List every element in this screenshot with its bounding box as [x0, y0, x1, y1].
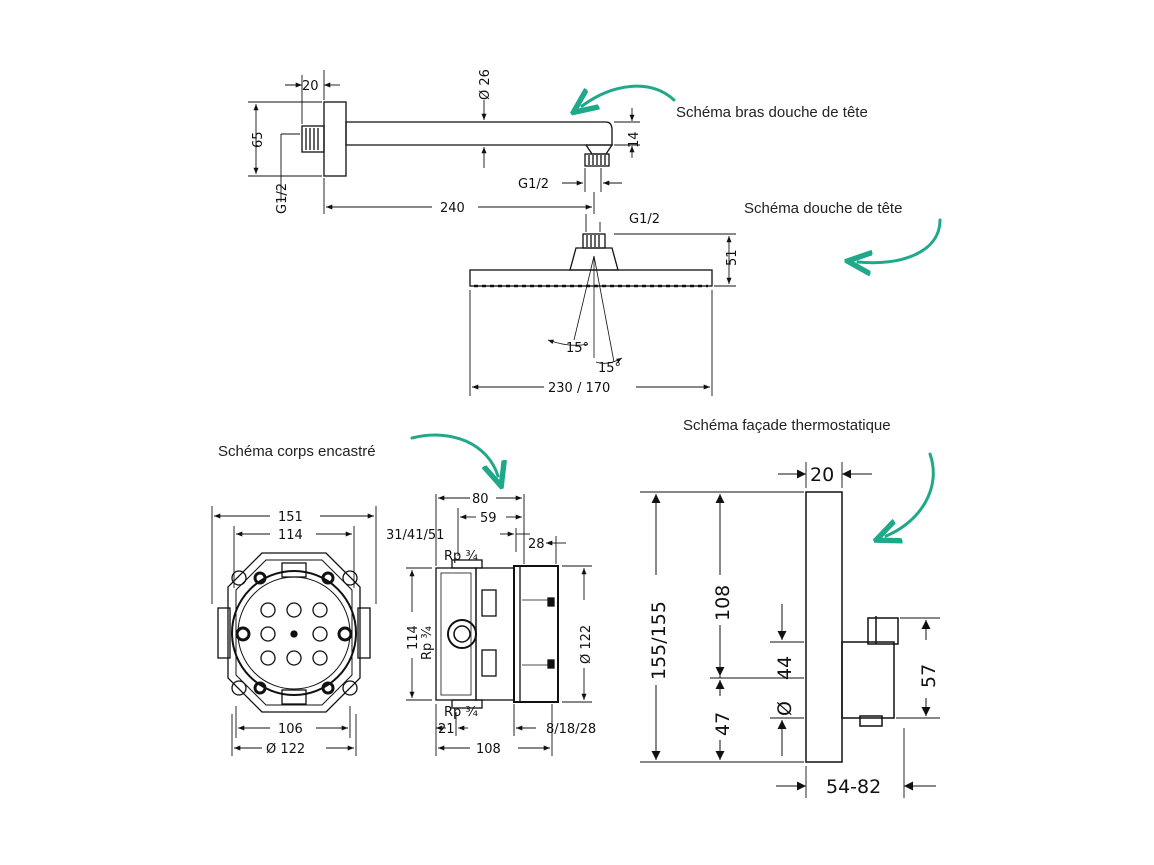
side-dim-right-diameter: Ø 122: [579, 625, 594, 664]
body-front-drawing: [211, 506, 377, 756]
facade-bottom-knob: [859, 715, 883, 727]
caption-body: Schéma corps encastré: [218, 443, 376, 460]
body-dim-outer: 151: [278, 510, 303, 525]
side-dim-rp-mid: Rp ¾: [420, 626, 435, 660]
arm-dim-length: 240: [440, 201, 465, 216]
side-dim-left-height: 114: [406, 625, 421, 650]
arm-dim-thickness: 14: [627, 131, 642, 148]
body-dim-bottom-inner: 106: [278, 722, 303, 737]
arm-tube: [345, 121, 613, 146]
side-dim-bottom-total: 108: [476, 742, 501, 757]
side-dim-bottom-left: 21: [438, 722, 455, 737]
facade-thermostat-body: [841, 641, 895, 719]
facade-dim-total-height: 155/155: [648, 601, 670, 680]
facade-dim-knob-symbol: Ø: [774, 701, 796, 716]
facade-dim-top: 20: [810, 464, 834, 486]
facade-dim-lower-height: 47: [712, 712, 734, 736]
arm-wall-thread: [301, 125, 325, 153]
caption-head: Schéma douche de tête: [744, 200, 903, 217]
head-thread: [582, 233, 606, 249]
side-dim-top-total: 80: [472, 492, 489, 507]
body-bottom-bracket: [281, 689, 307, 705]
facade-plate: [805, 491, 843, 763]
arm-dim-height: 65: [251, 131, 266, 148]
arm-dim-diameter: Ø 26: [478, 69, 493, 100]
side-dim-right-top: 28: [528, 537, 545, 552]
head-plate: [469, 269, 713, 287]
body-side-drawing: [406, 494, 592, 756]
body-side-cartridge: [475, 567, 515, 701]
shower-arm-drawing: [248, 70, 640, 214]
side-dim-bottom-variants: 8/18/28: [546, 722, 596, 737]
arm-wall-flange: [323, 101, 347, 177]
arm-dim-thread-outlet: G1/2: [518, 177, 549, 192]
caption-arm: Schéma bras douche de tête: [676, 104, 868, 121]
head-dim-angle-b: 15°: [598, 361, 621, 376]
facade-dim-depth: 54-82: [826, 776, 881, 798]
body-dim-bottom-diameter: Ø 122: [266, 742, 305, 757]
head-dim-thread: G1/2: [629, 212, 660, 227]
arm-dim-thread-wall: G1/2: [275, 183, 290, 214]
body-side-flange: [513, 565, 559, 703]
side-dim-top-depth: 59: [480, 511, 497, 526]
facade-dim-upper-height: 108: [712, 585, 734, 621]
head-dim-height: 51: [725, 249, 740, 266]
head-dim-angle-a: 15°: [566, 341, 589, 356]
arm-callout-arrow-icon: [582, 84, 676, 106]
facade-dim-knob-height: 44: [774, 656, 796, 680]
body-dim-inner: 114: [278, 528, 303, 543]
caption-facade: Schéma façade thermostatique: [683, 417, 891, 434]
body-octagon-frame: [227, 552, 361, 713]
facade-callout-arrow-icon: [886, 452, 935, 536]
head-callout-arrow-icon: [858, 218, 942, 263]
shower-head-drawing: [469, 214, 736, 396]
facade-dim-right-height: 57: [918, 664, 940, 688]
side-dim-rp-top: Rp ¾: [444, 549, 478, 564]
arm-dim-flange: 20: [302, 79, 319, 94]
facade-drawing: [640, 462, 940, 798]
body-top-bracket: [281, 562, 307, 578]
arm-outlet-thread: [584, 153, 610, 167]
arm-outlet-nut: [584, 144, 614, 155]
body-front-ring: [231, 570, 357, 696]
facade-top-knob: [867, 617, 899, 645]
head-dim-width: 230 / 170: [548, 381, 610, 396]
side-dim-top-variants: 31/41/51: [386, 528, 444, 543]
side-dim-rp-bottom: Rp ¾: [444, 705, 478, 720]
body-callout-arrow-icon: [410, 433, 498, 476]
